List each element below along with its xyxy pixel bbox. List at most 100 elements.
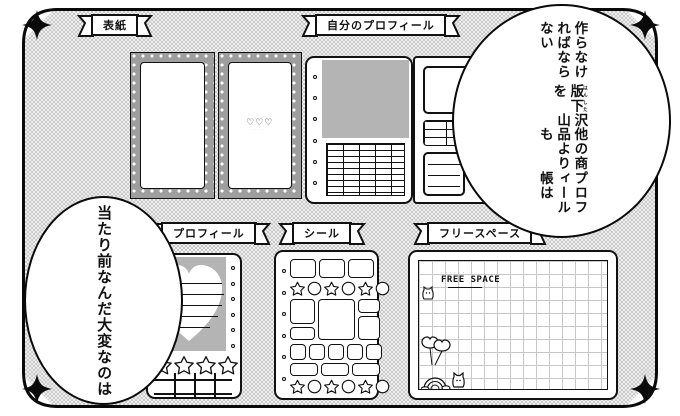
binder-hole — [230, 328, 235, 333]
grid-lines — [419, 261, 607, 389]
binder-hole — [312, 138, 317, 143]
binder-holes — [225, 255, 240, 359]
binder-holes — [276, 252, 291, 398]
binder-hole — [281, 269, 286, 274]
balloons-icon — [421, 335, 451, 375]
binder-hole — [312, 75, 317, 80]
binder-hole — [230, 312, 235, 317]
sticker-cell — [328, 344, 344, 360]
free-space-grid-area: · · · · · · FREE SPACE — [418, 260, 608, 390]
speech-bubble-right-text: プロフィール帳は 他の商品よりも 沢山 版下はんしたを 作らなければならない — [536, 21, 588, 221]
binder-hole — [230, 343, 235, 348]
star-icon — [324, 379, 339, 394]
sticker-cell — [309, 344, 325, 360]
binder-hole — [312, 117, 317, 122]
banner-label: 自分のプロフィール — [315, 14, 447, 36]
table-columns — [327, 144, 404, 195]
binder-hole — [230, 266, 235, 271]
sticker-cell — [319, 259, 345, 278]
cover-page-inner: · · · · ♡♡♡ · · · · · · — [227, 62, 292, 189]
sparkle-icon — [628, 372, 662, 406]
cover-spread: · · · · ♡♡♡ · · · · · · — [130, 52, 302, 199]
ruled-lines — [425, 154, 463, 194]
sticker-cell — [358, 299, 380, 313]
cat-icon — [421, 285, 435, 305]
sticker-cell-large — [318, 299, 355, 340]
ribbon-tail-icon — [136, 14, 154, 37]
cat-icon — [451, 371, 466, 389]
circle-icon — [375, 379, 390, 394]
bottom-grid — [154, 373, 232, 399]
binder-hole — [312, 180, 317, 185]
bubble-column: 当たり前なんだ — [95, 204, 114, 317]
star-icon — [218, 355, 238, 375]
ruby-base: 版下 — [567, 83, 584, 113]
star-icon — [324, 281, 339, 296]
sticker-cell — [290, 299, 315, 324]
sticker-cell — [352, 363, 380, 376]
bubble-column: 沢山 — [554, 112, 588, 128]
binder-hole — [281, 333, 286, 338]
free-space-title-text: FREE SPACE — [441, 275, 501, 285]
title-underline — [448, 287, 482, 289]
cover-deco-top-text: · · · · — [254, 114, 265, 119]
circle-icon — [307, 281, 322, 296]
free-space-micro-text: · · · · · · — [441, 271, 465, 274]
ribbon-tail-icon — [443, 14, 462, 37]
ribbon-tail-icon — [349, 222, 367, 245]
binder-hole — [312, 96, 317, 101]
binder-hole — [230, 297, 235, 302]
sparkle-icon — [20, 372, 54, 406]
binder-hole — [281, 355, 286, 360]
circle-icon — [375, 281, 390, 296]
sticker-cell — [290, 363, 318, 376]
cover-page-back — [130, 52, 215, 199]
cover-page-front: · · · · ♡♡♡ · · · · · · — [217, 52, 302, 199]
sticker-cell — [290, 344, 306, 360]
circle-icon — [341, 281, 356, 296]
star-icon — [290, 281, 305, 296]
banner-own-profile: 自分のプロフィール — [300, 12, 462, 38]
banner-label: プロフィール — [161, 222, 257, 244]
sticker-cell — [358, 316, 380, 340]
sparkle-icon — [628, 8, 662, 42]
binder-holes — [307, 58, 322, 202]
sticker-grid — [290, 257, 390, 394]
ruby-reading: はんした — [582, 83, 588, 113]
free-space-title: · · · · · · FREE SPACE — [441, 271, 501, 289]
bubble-column: 大変なのは — [95, 316, 114, 397]
sticker-cell — [366, 344, 382, 360]
binder-hole — [281, 312, 286, 317]
binder-hole — [281, 376, 286, 381]
photo-placeholder — [322, 60, 409, 138]
banner-label: シール — [292, 222, 352, 244]
cover-heart-decoration: · · · · ♡♡♡ · · · · · · — [229, 114, 292, 131]
binder-hole — [281, 290, 286, 295]
bubble-column: プロフィール帳は — [536, 170, 588, 215]
banner-sticker: シール — [277, 220, 367, 246]
bubble-column-ruby: 版下はんしたを — [550, 83, 588, 113]
free-space-sheet: · · · · · · FREE SPACE — [408, 250, 618, 400]
banner-profile: プロフィール — [146, 220, 272, 246]
speech-bubble-left: 大変なのは 当たり前なんだ — [24, 196, 183, 405]
sticker-sheet — [274, 250, 390, 400]
sparkle-icon — [20, 8, 54, 42]
ribbon-tail-icon — [253, 222, 272, 245]
binder-hole — [230, 281, 235, 286]
star-icon — [358, 281, 373, 296]
cover-page-inner — [140, 62, 205, 189]
rainbow-icon — [420, 367, 453, 389]
circle-icon — [307, 379, 322, 394]
circle-icon — [341, 379, 356, 394]
cover-hearts-text: ♡♡♡ — [246, 117, 274, 128]
star-icon — [358, 379, 373, 394]
profile-table-left — [326, 143, 405, 196]
speech-bubble-right: プロフィール帳は 他の商品よりも 沢山 版下はんしたを 作らなければならない — [452, 4, 671, 238]
binder-hole — [312, 159, 317, 164]
sticker-cell — [290, 259, 316, 278]
bubble-column: 作らなければならない — [536, 21, 588, 80]
sticker-cell — [348, 259, 374, 278]
star-icon — [290, 379, 305, 394]
heart-ruled-lines — [156, 281, 224, 339]
